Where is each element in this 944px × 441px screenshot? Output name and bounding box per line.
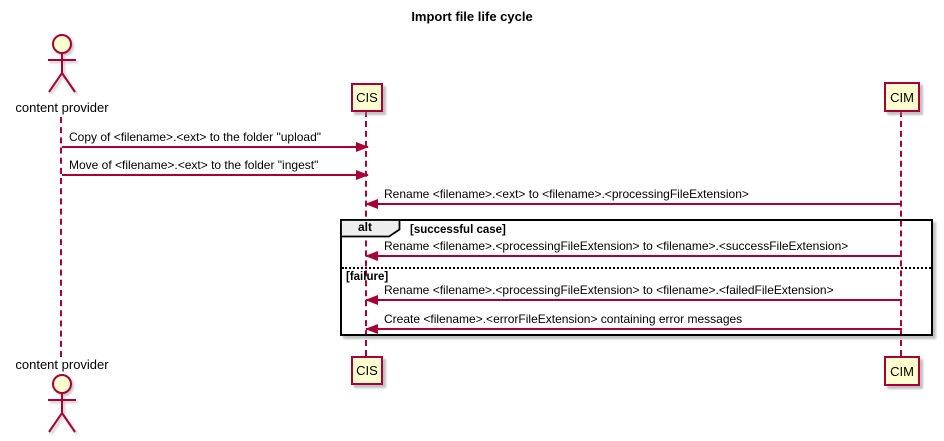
participant-cim-bottom: CIM: [884, 356, 920, 386]
message-line: [62, 170, 369, 180]
message-line: [365, 199, 902, 209]
participant-cis-top: CIS: [351, 83, 383, 112]
arrowhead-left-icon: [365, 199, 378, 209]
alt-keyword-tab: alt: [340, 219, 401, 238]
arrowhead-left-icon: [365, 324, 378, 334]
message-line: [365, 295, 902, 305]
participant-cim-top: CIM: [884, 82, 920, 112]
lifeline-content-provider: [60, 117, 62, 357]
message-rename-processing: Rename <filename>.<ext> to <filename>.<p…: [365, 187, 902, 209]
arrowhead-right-icon: [356, 170, 369, 180]
message-copy-upload: Copy of <filename>.<ext> to the folder "…: [62, 130, 369, 152]
alt-tab-shape-icon: [340, 219, 401, 238]
message-line: [365, 251, 902, 261]
participant-cis-label: CIS: [356, 90, 378, 105]
arrowhead-left-icon: [365, 295, 378, 305]
alt-keyword: alt: [357, 220, 372, 234]
message-line: [62, 142, 369, 152]
message-label: Rename <filename>.<ext> to <filename>.<p…: [384, 187, 749, 201]
message-rename-success: Rename <filename>.<processingFileExtensi…: [365, 239, 902, 261]
participant-cim-label: CIM: [890, 89, 914, 105]
arrowhead-left-icon: [365, 251, 378, 261]
alt-frame: alt [successful case] [failure]: [340, 219, 933, 336]
message-label: Rename <filename>.<processingFileExtensi…: [384, 239, 849, 253]
actor-label-bottom: content provider: [15, 357, 109, 372]
message-label: Rename <filename>.<processingFileExtensi…: [384, 283, 834, 297]
message-label: Move of <filename>.<ext> to the folder "…: [69, 158, 319, 172]
message-rename-failed: Rename <filename>.<processingFileExtensi…: [365, 283, 902, 305]
participant-cis-label: CIS: [356, 363, 378, 378]
participant-cis-bottom: CIS: [351, 356, 383, 385]
actor-icon: [48, 34, 76, 93]
alt-section-divider: [342, 267, 931, 269]
alt-guard-failure: [failure]: [346, 271, 389, 283]
message-line: [365, 324, 902, 334]
message-label: Copy of <filename>.<ext> to the folder "…: [69, 130, 322, 144]
alt-guard-success: [successful case]: [410, 224, 506, 236]
arrowhead-right-icon: [356, 142, 369, 152]
message-label: Create <filename>.<errorFileExtension> c…: [384, 312, 743, 326]
actor-label-top: content provider: [15, 100, 109, 115]
participant-cim-label: CIM: [890, 363, 914, 379]
lifeline-cim: [900, 111, 902, 356]
message-move-ingest: Move of <filename>.<ext> to the folder "…: [62, 158, 369, 180]
message-create-error: Create <filename>.<errorFileExtension> c…: [365, 312, 902, 334]
diagram-title: Import file life cycle: [411, 9, 533, 24]
actor-icon: [48, 374, 76, 433]
